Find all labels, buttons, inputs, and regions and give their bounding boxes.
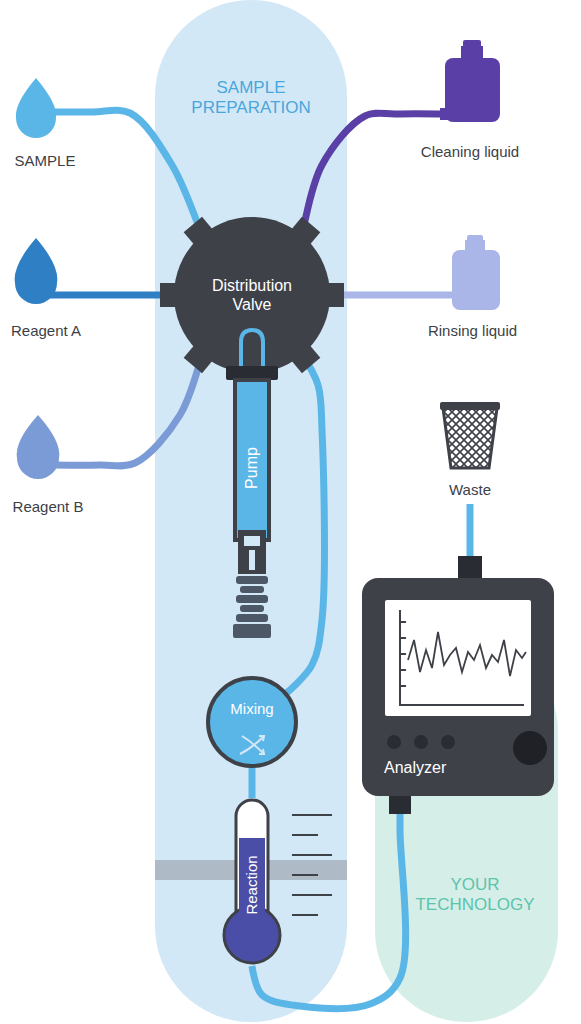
waste-basket — [443, 408, 497, 468]
source-label: Reagent B — [0, 498, 100, 516]
sample-source: SAMPLE — [0, 74, 92, 174]
pump-label: Pump — [242, 447, 261, 489]
fluid-pipe — [286, 355, 325, 694]
reaction-thermometer — [292, 815, 332, 915]
reagent-source: Reagent A — [0, 234, 96, 346]
device-label: Analyzer — [384, 758, 446, 777]
analyzer-device — [387, 735, 401, 749]
analyzer-device — [400, 621, 406, 623]
syringe-pump — [233, 624, 271, 638]
cleaning-bottle — [440, 108, 450, 120]
analyzer-device — [458, 556, 482, 580]
reaction-thermometer — [292, 814, 332, 816]
waste-basket — [440, 402, 500, 468]
syringe-pump — [249, 550, 255, 570]
liquid-source: Rinsing liquid — [401, 232, 544, 346]
distribution-valve — [160, 217, 344, 380]
reagent-b-drop — [17, 415, 60, 479]
reaction-thermometer — [292, 914, 318, 916]
cleaning-bottle — [463, 40, 481, 48]
syringe-pump — [236, 576, 268, 584]
syringe-pump — [236, 595, 268, 603]
sample-drop — [16, 78, 56, 138]
syringe-pump — [236, 614, 268, 622]
analyzer-device — [385, 600, 531, 716]
mixing-step: Mixing — [208, 678, 296, 766]
step-label: Reaction — [243, 855, 261, 914]
distribution-valve — [174, 217, 330, 373]
liquid-source: Cleaning liquid — [396, 36, 544, 166]
syringe-pump — [244, 536, 260, 546]
analyzer-device — [400, 685, 406, 687]
waste-sink: Waste — [426, 400, 514, 504]
rinsing-bottle — [452, 250, 500, 310]
mixing-chamber — [259, 736, 264, 754]
cleaning-bottle — [445, 58, 500, 122]
distribution-valve — [241, 330, 263, 372]
fluid-pipe — [54, 355, 202, 466]
process-band: Distribution ValvePumpMixingReaction SAMP… — [155, 0, 347, 1022]
analyzer-device — [408, 632, 526, 676]
reaction-step: Reaction — [220, 798, 284, 966]
fluid-pipe — [52, 110, 202, 235]
source-label: Cleaning liquid — [396, 143, 544, 161]
mixing-chamber — [240, 736, 264, 754]
band-label: SAMPLE PREPARATION — [176, 78, 326, 119]
technology-band: AnalyzerYOUR TECHNOLOGY — [375, 640, 558, 1022]
analyzer-device — [399, 610, 526, 706]
analyzer-device — [389, 794, 411, 814]
syringe-pump — [233, 380, 271, 638]
syringe-pump — [238, 530, 266, 574]
mixing-chamber — [208, 678, 296, 766]
analyzer-device — [400, 653, 406, 655]
reaction-thermometer — [292, 834, 318, 836]
step-label: Mixing — [208, 700, 296, 718]
analyzer-device — [441, 735, 455, 749]
analyzer-device — [414, 735, 428, 749]
reaction-thermometer — [224, 800, 332, 963]
reagent-a-drop — [15, 238, 58, 304]
waste-basket — [443, 408, 497, 468]
fluid-pipe — [50, 292, 174, 299]
rinsing-bottle — [452, 235, 500, 310]
rinsing-bottle — [467, 235, 483, 242]
pump: Pump — [233, 378, 271, 640]
sample-preparation-band — [155, 0, 347, 1022]
analyzer-device — [362, 556, 554, 814]
analyzer-device — [513, 731, 547, 765]
source-label: SAMPLE — [0, 152, 92, 170]
fluid-pipe — [252, 796, 406, 1009]
analyzer-device — [362, 578, 554, 796]
fluid-pipe — [249, 766, 256, 798]
sink-label: Waste — [426, 481, 514, 499]
mixing-chamber — [208, 678, 296, 766]
reaction-thermometer — [239, 838, 265, 942]
reaction-thermometer — [292, 894, 332, 896]
fluid-pipe — [302, 113, 446, 235]
waste-basket — [440, 402, 500, 410]
distribution-valve: Distribution Valve — [174, 217, 330, 373]
reaction-thermometer — [292, 854, 332, 856]
analyzer-device — [400, 637, 406, 639]
analyzer-device — [399, 704, 524, 706]
analyzer-device — [399, 610, 401, 706]
cleaning-bottle — [461, 46, 483, 60]
distribution-valve — [160, 217, 344, 373]
reagent-source: Reagent B — [0, 410, 100, 524]
analyzer-device — [400, 669, 406, 671]
fluid-pipe — [330, 292, 456, 299]
band-label: YOUR TECHNOLOGY — [405, 875, 545, 916]
source-label: Rinsing liquid — [401, 322, 544, 340]
syringe-pump — [240, 586, 264, 593]
valve-label: Distribution Valve — [197, 276, 307, 314]
distribution-valve — [226, 366, 278, 380]
reaction-thermometer — [292, 874, 318, 876]
cleaning-bottle — [440, 40, 500, 122]
analyzer: Analyzer — [362, 578, 554, 796]
syringe-pump — [240, 605, 264, 612]
syringe-pump — [235, 380, 269, 540]
source-label: Reagent A — [0, 322, 96, 340]
